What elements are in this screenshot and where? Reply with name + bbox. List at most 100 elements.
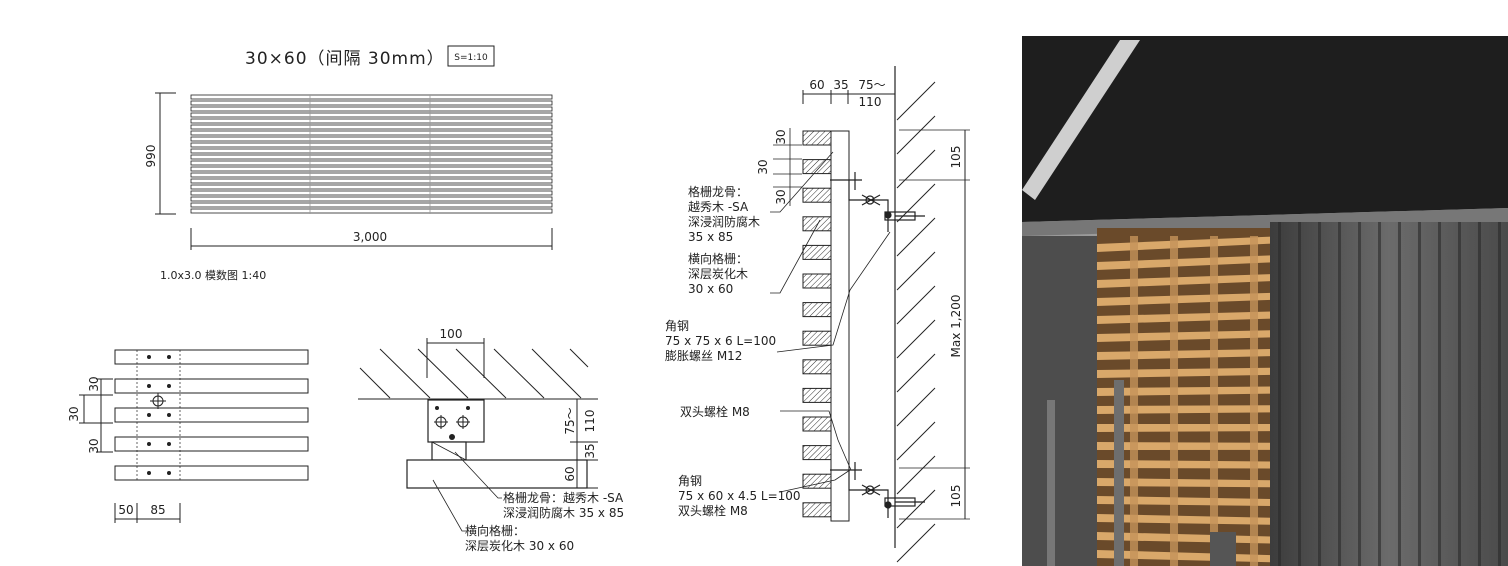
plan-slat bbox=[114, 378, 309, 394]
photo-batten-line bbox=[1438, 222, 1441, 566]
photo-wood-slat bbox=[1097, 478, 1285, 488]
photo-wood-slat bbox=[1097, 514, 1285, 525]
elevation-slat bbox=[190, 160, 553, 166]
photo-wood-slat bbox=[1097, 292, 1285, 306]
photo-wood-slat bbox=[1097, 236, 1285, 252]
section-slat bbox=[802, 130, 832, 146]
section-angle1-label-1: 角钢 bbox=[665, 319, 689, 333]
section-slat bbox=[802, 387, 832, 403]
section-dim-60: 60 bbox=[809, 78, 824, 92]
elevation-slat bbox=[190, 106, 553, 112]
photo-wood-slat bbox=[1097, 311, 1285, 324]
elevation-slat bbox=[190, 94, 553, 100]
section-keel-label-3: 深浸润防腐木 bbox=[688, 214, 760, 229]
photo-batten-line bbox=[1278, 222, 1281, 566]
elevation-slat bbox=[190, 148, 553, 154]
plan-dim-30-b: 30 bbox=[67, 406, 81, 421]
bracket-dim-110: 110 bbox=[583, 410, 597, 433]
section-angle2-label-2: 75 x 60 x 4.5 L=100 bbox=[678, 489, 801, 503]
bracket-dim-75: 75～ bbox=[563, 407, 577, 434]
section-dim-max: Max 1,200 bbox=[949, 295, 963, 358]
section-dim-75: 75～ bbox=[858, 78, 885, 92]
photo-wood-slat bbox=[1097, 405, 1285, 414]
elevation-slat bbox=[190, 118, 553, 124]
photo-wood-slat bbox=[1097, 273, 1285, 288]
photo-cladding-battens bbox=[1278, 222, 1501, 566]
photo-wood-post bbox=[1170, 236, 1178, 566]
section-keel-label-2: 越秀木 -SA bbox=[688, 200, 749, 214]
photo-batten-line bbox=[1458, 222, 1461, 566]
photo-wood-post bbox=[1210, 236, 1218, 566]
photo-wood-slat bbox=[1097, 460, 1285, 469]
section-slat bbox=[802, 416, 832, 432]
section-slat bbox=[802, 330, 832, 346]
plan-detail-view: 30 30 30 50 85 bbox=[67, 349, 309, 523]
elevation-slat bbox=[190, 154, 553, 160]
section-angle1-label-2: 75 x 75 x 6 L=100 bbox=[665, 334, 776, 348]
section-slat bbox=[802, 244, 832, 260]
section-slat-label-1: 横向格栅： bbox=[688, 251, 748, 266]
section-slat bbox=[802, 187, 832, 203]
section-slat bbox=[802, 359, 832, 375]
bracket-dim-100: 100 bbox=[440, 327, 463, 341]
installation-photo bbox=[1022, 36, 1508, 566]
photo-right-cladding bbox=[1270, 222, 1508, 566]
section-slat bbox=[802, 159, 832, 175]
slat-section bbox=[406, 459, 588, 489]
photo-batten-line bbox=[1298, 222, 1301, 566]
plan-dim-30-a: 30 bbox=[87, 376, 101, 391]
scale-badge-box bbox=[447, 45, 495, 67]
elevation-slat bbox=[190, 166, 553, 172]
elevation-slat bbox=[190, 178, 553, 184]
elevation-view: 30×60（间隔 30mm） S=1:10 990 3,000 1.0x3.0 … bbox=[144, 45, 553, 282]
elevation-caption: 1.0x3.0 模数图 1:40 bbox=[160, 269, 266, 282]
section-top-bracket bbox=[830, 172, 925, 232]
photo-batten-line bbox=[1378, 222, 1381, 566]
section-bottom-bracket bbox=[830, 462, 925, 518]
bracket-slat-label-2: 深层炭化木 30 x 60 bbox=[465, 539, 574, 553]
photo-soffit bbox=[1022, 36, 1508, 222]
elevation-height-dim: 990 bbox=[144, 145, 158, 168]
section-angle2-label-3: 双头螺栓 M8 bbox=[678, 503, 748, 518]
scale-badge: S=1:10 bbox=[454, 53, 488, 63]
elevation-slat bbox=[190, 142, 553, 148]
plan-slat bbox=[114, 349, 309, 365]
plan-dim-85: 85 bbox=[150, 503, 165, 517]
plan-dim-50: 50 bbox=[118, 503, 133, 517]
section-dim-30-b: 30 bbox=[756, 159, 770, 174]
section-slat-label-2: 深层炭化木 bbox=[688, 267, 748, 281]
photo-batten-line bbox=[1478, 222, 1481, 566]
plan-screws bbox=[147, 355, 171, 475]
elevation-slat bbox=[190, 196, 553, 202]
elevation-width-dim: 3,000 bbox=[353, 230, 387, 244]
elevation-slat bbox=[190, 112, 553, 118]
photo-wood-slat bbox=[1097, 532, 1285, 544]
section-keel-label-4: 35 x 85 bbox=[688, 230, 733, 244]
section-keel-label-1: 格栅龙骨： bbox=[688, 184, 748, 199]
photo-wood-slats bbox=[1097, 236, 1285, 566]
photo-wood-post bbox=[1130, 236, 1138, 566]
photo-left-cladding bbox=[1022, 236, 1097, 566]
section-keel bbox=[830, 130, 850, 522]
elevation-slat bbox=[190, 100, 553, 106]
section-dim-30-a: 30 bbox=[774, 129, 788, 144]
photo-batten-line bbox=[1338, 222, 1341, 566]
photo-wood-slat bbox=[1097, 550, 1285, 563]
photo-wood-slat bbox=[1097, 254, 1285, 270]
bracket-keel-label-2: 深浸润防腐木 35 x 85 bbox=[503, 505, 624, 520]
photo-wood-slat bbox=[1097, 442, 1285, 450]
section-stud-label: 双头螺栓 M8 bbox=[680, 404, 750, 419]
photo-batten-line bbox=[1358, 222, 1361, 566]
photo-batten-line bbox=[1498, 222, 1501, 566]
plan-slat bbox=[114, 465, 309, 481]
elevation-slat bbox=[190, 190, 553, 196]
section-slat bbox=[802, 302, 832, 318]
section-dim-35: 35 bbox=[833, 78, 848, 92]
bracket-slat-label-1: 横向格栅： bbox=[465, 523, 525, 538]
photo-batten-line bbox=[1398, 222, 1401, 566]
elevation-slat bbox=[190, 124, 553, 130]
section-angle2-label-1: 角钢 bbox=[678, 474, 702, 488]
elevation-slat bbox=[190, 202, 553, 208]
bracket-keel-label-1: 格栅龙骨：越秀木 -SA bbox=[503, 490, 624, 505]
